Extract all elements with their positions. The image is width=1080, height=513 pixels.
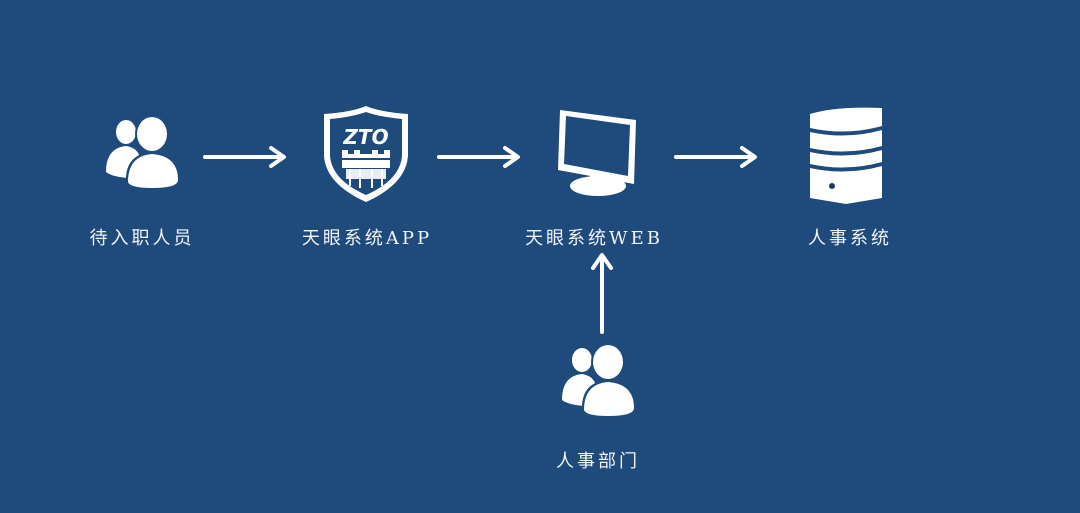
- users-icon: [104, 112, 184, 192]
- node-app: ZTO: [320, 104, 412, 204]
- arrow-right-icon: [203, 145, 289, 169]
- shield-castle-icon: ZTO: [320, 104, 412, 204]
- server-icon: [806, 106, 886, 204]
- node-label-hr-system: 人事系统: [808, 228, 892, 249]
- node-new-hire: [104, 112, 184, 192]
- node-hr-system: [806, 106, 886, 204]
- node-label-web: 天眼系统WEB: [525, 228, 663, 249]
- arrow-up-icon: [590, 252, 614, 334]
- arrow-right-icon: [674, 145, 760, 169]
- node-label-new-hire: 待入职人员: [89, 228, 195, 249]
- arrow-right-icon: [437, 145, 523, 169]
- node-hr-dept: [560, 340, 640, 420]
- monitor-icon: [554, 106, 642, 198]
- users-icon: [560, 340, 640, 420]
- node-web: [554, 106, 642, 198]
- node-label-hr-dept: 人事部门: [556, 451, 640, 472]
- zto-logo-text: ZTO: [342, 125, 388, 149]
- node-label-app: 天眼系统APP: [301, 228, 433, 249]
